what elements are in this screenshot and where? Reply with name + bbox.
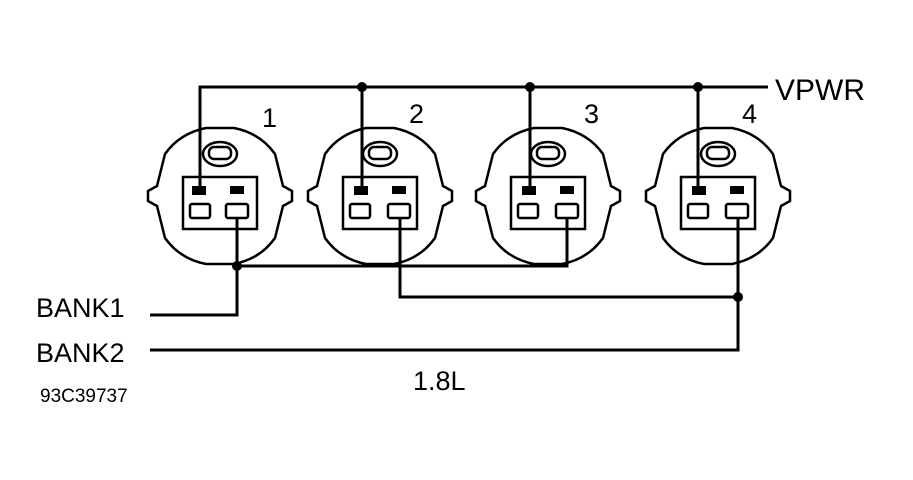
connector-1 (146, 126, 294, 266)
connector-number-3: 3 (584, 99, 599, 129)
bank2-label: BANK2 (36, 338, 125, 368)
figure-code: 93C39737 (40, 386, 128, 407)
junction-dot (232, 261, 242, 271)
connector-4 (644, 126, 792, 266)
bank2-wiring (150, 218, 743, 352)
bank1-wiring (150, 218, 569, 317)
connector-2 (306, 126, 454, 266)
connector-number-1: 1 (262, 103, 277, 133)
junction-dot (357, 82, 367, 92)
vpwr-label: VPWR (775, 74, 865, 107)
connector-number-2: 2 (409, 99, 424, 129)
bank1-label: BANK1 (36, 293, 125, 323)
connector-3 (474, 126, 622, 266)
connector-number-4: 4 (742, 99, 757, 129)
junction-dot (733, 292, 743, 302)
junction-dot (693, 82, 703, 92)
engine-label: 1.8L (413, 366, 466, 396)
junction-dot (525, 82, 535, 92)
vpwr-bus (198, 82, 768, 193)
